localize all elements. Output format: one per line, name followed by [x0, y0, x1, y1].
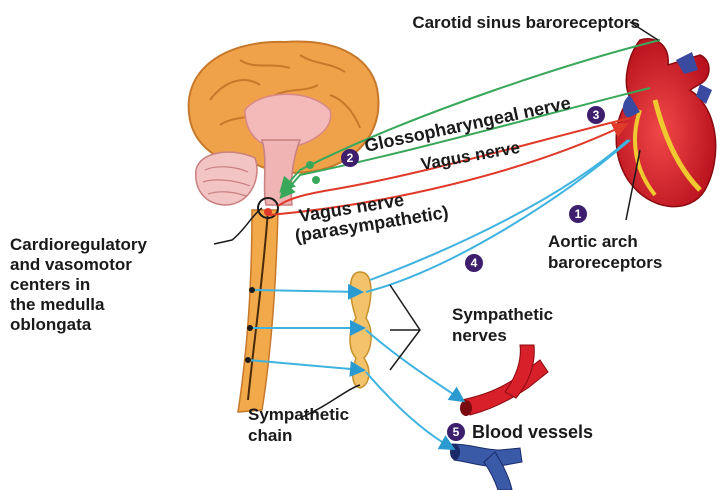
- ganglion-dot-2: [312, 176, 320, 184]
- sympathetic-nerves-label-line1: Sympathetic: [452, 305, 553, 324]
- step-badge-1: 1: [569, 205, 587, 223]
- blood-vessels-label: Blood vessels: [472, 422, 593, 442]
- blood-vessel-artery: [460, 345, 548, 416]
- sympathetic-nerves-label-line2: nerves: [452, 326, 507, 345]
- cardio-label-line4: the medulla: [10, 295, 105, 314]
- aortic-arch-label-line2: baroreceptors: [548, 253, 662, 272]
- cardio-label-line1: Cardioregulatory: [10, 235, 148, 254]
- step-badge-4: 4: [465, 254, 483, 272]
- heart-illustration: [616, 39, 715, 207]
- step-badge-3: 3: [587, 106, 605, 124]
- step-number-1: 1: [575, 207, 582, 221]
- step-badge-2: 2: [341, 149, 359, 167]
- step-number-5: 5: [453, 425, 460, 439]
- blood-vessel-vein: [450, 444, 522, 490]
- step-number-3: 3: [593, 108, 600, 122]
- ganglion-dot-1: [306, 161, 314, 169]
- step-number-4: 4: [471, 256, 478, 270]
- sympathetic-chain-label-line2: chain: [248, 426, 292, 445]
- cardio-label-line5: oblongata: [10, 315, 92, 334]
- brain-illustration: [189, 42, 379, 205]
- step-number-2: 2: [347, 151, 354, 165]
- synapse-dot-3: [245, 357, 251, 363]
- synapse-dot-1: [249, 287, 255, 293]
- aortic-arch-label-line1: Aortic arch: [548, 232, 638, 251]
- cardio-label-line2: and vasomotor: [10, 255, 132, 274]
- carotid-sinus-label: Carotid sinus baroreceptors: [412, 13, 640, 32]
- sympathetic-chain-label-line1: Sympathetic: [248, 405, 349, 424]
- cardio-label-line3: centers in: [10, 275, 90, 294]
- step-badge-5: 5: [447, 423, 465, 441]
- synapse-dot-2: [247, 325, 253, 331]
- sympathetic-nerve-to-vein: [366, 372, 452, 448]
